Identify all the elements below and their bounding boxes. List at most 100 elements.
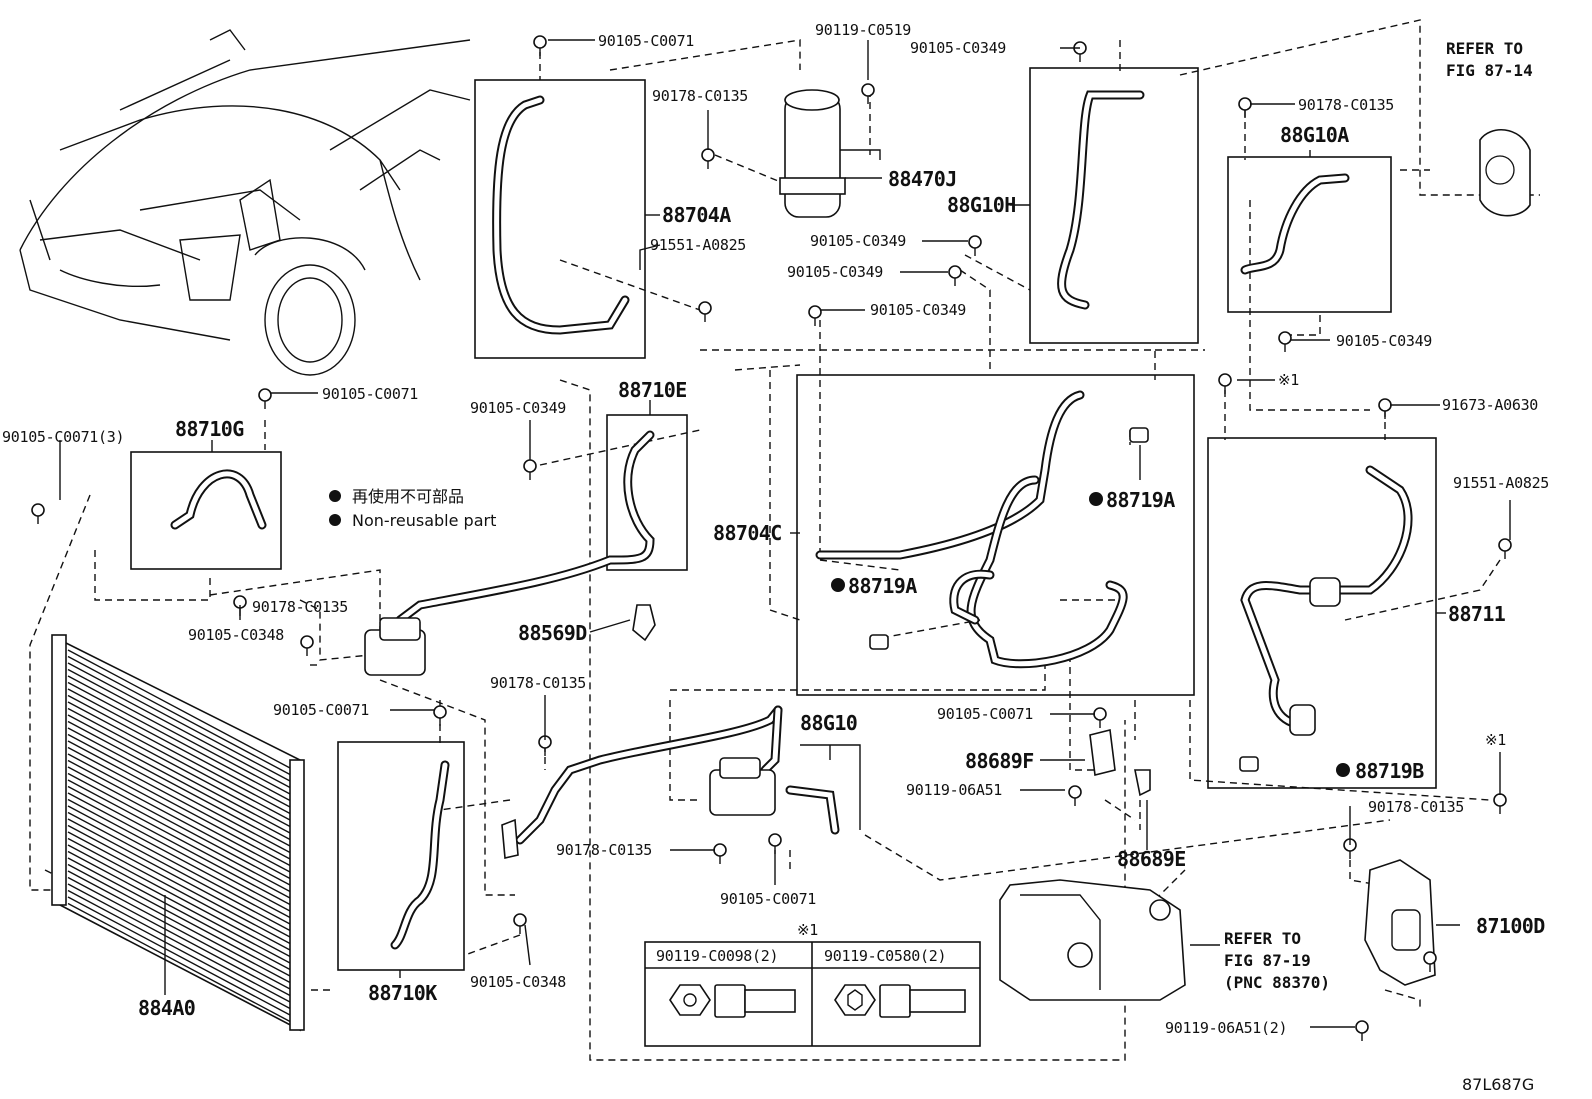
part-labels: 90105-C0071 90119-C0519 90105-C0349 REFE… — [2, 21, 1549, 1094]
label-90105-C0349: 90105-C0349 — [870, 301, 966, 319]
bolt-icon — [701, 148, 715, 169]
label-90178-C0135: 90178-C0135 — [1368, 798, 1464, 816]
label-88719B: 88719B — [1355, 759, 1424, 783]
condenser-fin — [67, 837, 291, 958]
condenser-fin — [67, 662, 291, 782]
label-88689E: 88689E — [1117, 847, 1186, 871]
condenser-fin — [67, 850, 291, 971]
label-90105-C0071: 90105-C0071 — [720, 890, 816, 908]
label-90105-C0349: 90105-C0349 — [910, 39, 1006, 57]
bolt-icon — [1238, 97, 1252, 118]
condenser-fin — [67, 701, 291, 821]
condenser-fin — [67, 681, 291, 802]
legend-en: Non-reusable part — [352, 511, 496, 530]
label-90105-C0349: 90105-C0349 — [810, 232, 906, 250]
legend-dot-icon — [329, 514, 341, 526]
condenser-fin — [67, 870, 291, 990]
condenser-fin — [67, 844, 291, 964]
condenser-fin — [67, 785, 291, 906]
label-88704C: 88704C — [713, 521, 782, 545]
label-90105-C0071: 90105-C0071 — [322, 385, 418, 403]
label-90105-C0071: 90105-C0071 — [273, 701, 369, 719]
bolt-icon — [513, 913, 527, 934]
bolt-icon — [1423, 951, 1437, 972]
refer-87-14-line1: REFER TO — [1446, 39, 1523, 58]
label-90178-C0135: 90178-C0135 — [252, 598, 348, 616]
condenser-fin — [67, 694, 291, 815]
condenser-fin — [67, 831, 291, 951]
condenser-884A0 — [51, 634, 305, 1032]
condenser-fin — [67, 863, 291, 984]
condenser-fin — [67, 792, 291, 912]
label-mark-1: ※1 — [1485, 731, 1506, 749]
bolt-icon — [968, 235, 982, 256]
refer-87-19-line1: REFER TO — [1224, 929, 1301, 948]
bolt-icon — [258, 388, 272, 409]
bolt-icon — [1498, 538, 1512, 559]
components — [31, 35, 1531, 1041]
label-90105-C0349: 90105-C0349 — [470, 399, 566, 417]
vehicle-illustration — [19, 29, 471, 376]
condenser-fin — [67, 740, 291, 860]
label-90178-C0135: 90178-C0135 — [556, 841, 652, 859]
label-88G10H: 88G10H — [947, 193, 1016, 217]
condenser-fin — [67, 688, 291, 808]
condenser-fin — [67, 824, 291, 945]
label-87100D: 87100D — [1476, 914, 1545, 938]
refer-87-14-line2: FIG 87-14 — [1446, 61, 1533, 80]
bolt-icon — [533, 35, 547, 56]
bolt-icon — [31, 503, 45, 524]
condenser-fin — [67, 766, 291, 886]
label-88G10A: 88G10A — [1280, 123, 1349, 147]
bolt-icon — [861, 83, 875, 104]
bolt-icon — [1093, 707, 1107, 728]
label-90105-C0349: 90105-C0349 — [787, 263, 883, 281]
bolt-icon — [1493, 793, 1507, 814]
table-col-90119-C0098: 90119-C0098(2) — [656, 947, 778, 965]
label-mark-1: ※1 — [1278, 371, 1299, 389]
non-reusable-dot-icon — [1089, 492, 1103, 506]
label-90105-C0071: 90105-C0071 — [598, 32, 694, 50]
condenser-fin — [67, 805, 291, 925]
label-88710K: 88710K — [368, 981, 437, 1005]
label-90105-C0348: 90105-C0348 — [470, 973, 566, 991]
leader-lines — [59, 39, 1511, 1028]
bolt-icon — [948, 265, 962, 286]
condenser-fin — [67, 889, 291, 1010]
bolt-icon — [300, 635, 314, 656]
condenser-fin — [67, 811, 291, 932]
condenser-fin — [67, 798, 291, 919]
table-title-mark-1: ※1 — [797, 921, 818, 939]
label-88704A: 88704A — [662, 203, 731, 227]
table-col-90119-C0580: 90119-C0580(2) — [824, 947, 946, 965]
condenser-fin — [67, 902, 291, 1023]
label-90178-C0135: 90178-C0135 — [490, 674, 586, 692]
condenser-fin — [67, 818, 291, 938]
bolt-icon — [523, 459, 537, 480]
label-88689F: 88689F — [965, 749, 1034, 773]
label-88719A: 88719A — [1106, 488, 1175, 512]
condenser-fin — [67, 714, 291, 834]
condenser-fin — [67, 746, 291, 867]
condenser-fin — [67, 883, 291, 1003]
condenser-fin — [67, 759, 291, 880]
condenser-fin — [67, 707, 291, 828]
refer-87-19-line3: (PNC 88370) — [1224, 973, 1330, 992]
condenser-fin — [67, 896, 291, 1016]
bolt-icon — [768, 833, 782, 854]
label-88719A: 88719A — [848, 574, 917, 598]
bolt-icon — [698, 301, 712, 322]
condenser-fin — [67, 655, 291, 776]
label-90119-06A51-2: 90119-06A51(2) — [1165, 1019, 1287, 1037]
condenser-fin — [67, 772, 291, 893]
label-90105-C0071: 90105-C0071 — [937, 705, 1033, 723]
label-88710E: 88710E — [618, 378, 687, 402]
label-90119-C0519: 90119-C0519 — [815, 21, 911, 39]
non-reusable-dot-icon — [831, 578, 845, 592]
label-90105-C0071-3: 90105-C0071(3) — [2, 428, 124, 446]
condenser-fin — [67, 668, 291, 789]
legend-jp: 再使用不可部品 — [352, 487, 464, 506]
bolt-icon — [1278, 331, 1292, 352]
